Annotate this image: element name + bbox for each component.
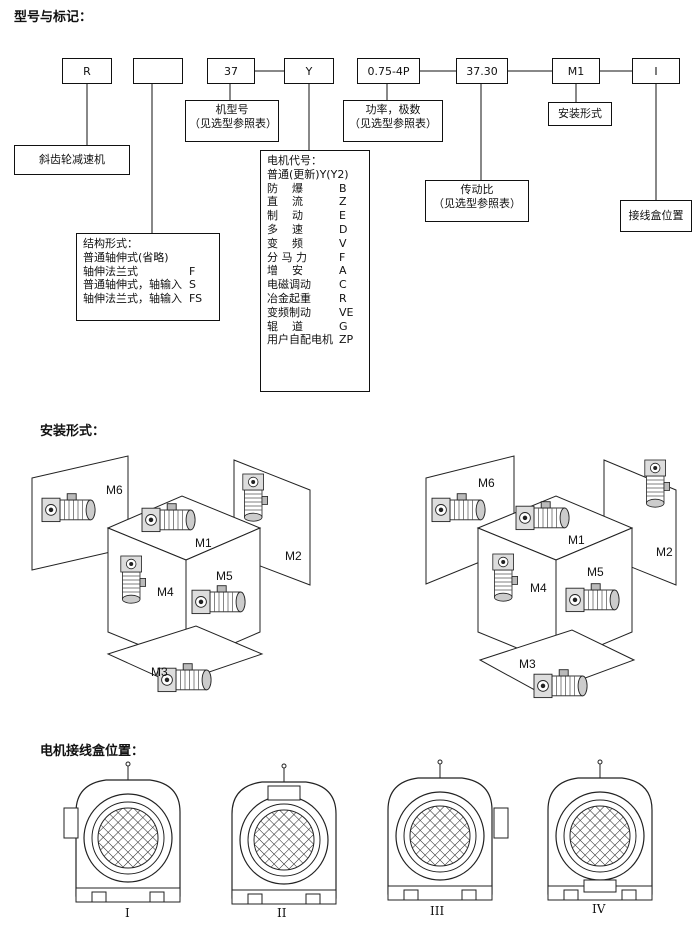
code-box-motor: Y bbox=[284, 58, 334, 84]
terminal-diagram-2 bbox=[231, 763, 337, 905]
mount-label-m3: M3 bbox=[151, 665, 168, 679]
mount-label-m2: M2 bbox=[656, 545, 673, 559]
label-frame-line1: 机型号 bbox=[215, 103, 249, 116]
code-box-ratio: 37.30 bbox=[456, 58, 508, 84]
mount-label-m5: M5 bbox=[216, 569, 233, 583]
label-ratio-line1: 传动比 bbox=[460, 183, 494, 196]
terminal-label-4: IV bbox=[592, 902, 606, 916]
mount-label-m3: M3 bbox=[519, 657, 536, 671]
motor-title: 电机代号： bbox=[267, 154, 322, 167]
terminal-heading: 电机接线盒位置： bbox=[40, 744, 145, 759]
label-power-line2: （见选型参照表） bbox=[349, 117, 437, 130]
mount-label-m4: M4 bbox=[157, 585, 174, 599]
terminal-label-2: II bbox=[277, 906, 287, 920]
mount-label-m6: M6 bbox=[106, 483, 123, 497]
label-frame: 机型号 （见选型参照表） bbox=[185, 100, 279, 142]
label-terminal: 接线盒位置 bbox=[620, 200, 692, 232]
structure-row: 普通轴伸式(省略) bbox=[83, 250, 169, 264]
mount-label-m2: M2 bbox=[285, 549, 302, 563]
terminal-diagram-3 bbox=[387, 759, 509, 901]
label-helical: 斜齿轮减速机 bbox=[14, 145, 130, 175]
page-title: 型号与标记： bbox=[14, 10, 93, 25]
mount-label-m6: M6 bbox=[478, 476, 495, 490]
mount-label-m5: M5 bbox=[587, 565, 604, 579]
label-mount: 安装形式 bbox=[548, 102, 612, 126]
code-box-terminal: I bbox=[632, 58, 680, 84]
designation-connectors bbox=[86, 70, 657, 233]
mount-label-m4: M4 bbox=[530, 581, 547, 595]
code-box-size: 37 bbox=[207, 58, 255, 84]
terminal-diagram-4 bbox=[547, 759, 653, 901]
structure-title: 结构形式： bbox=[83, 237, 138, 250]
code-box-structure bbox=[133, 58, 183, 84]
label-ratio: 传动比 （见选型参照表） bbox=[425, 180, 529, 222]
mount-label-m1: M1 bbox=[195, 536, 212, 550]
code-box-power: 0.75-4P bbox=[357, 58, 420, 84]
mounting-cube-right bbox=[425, 455, 677, 699]
mount-label-m1: M1 bbox=[568, 533, 585, 547]
code-box-mount: M1 bbox=[552, 58, 600, 84]
terminal-label-1: I bbox=[125, 906, 130, 920]
mounting-cube-left bbox=[31, 455, 311, 693]
label-ratio-line2: （见选型参照表） bbox=[433, 197, 521, 210]
code-box-r: R bbox=[62, 58, 112, 84]
label-power-line1: 功率，极数 bbox=[365, 103, 421, 116]
mounting-heading: 安装形式： bbox=[40, 424, 106, 439]
terminal-label-3: III bbox=[430, 904, 445, 918]
terminal-diagram-1 bbox=[63, 761, 181, 903]
label-power: 功率，极数 （见选型参照表） bbox=[343, 100, 443, 142]
label-frame-line2: （见选型参照表） bbox=[189, 117, 277, 130]
motor-row: 普通(更新)Y(Y2) bbox=[267, 167, 349, 181]
